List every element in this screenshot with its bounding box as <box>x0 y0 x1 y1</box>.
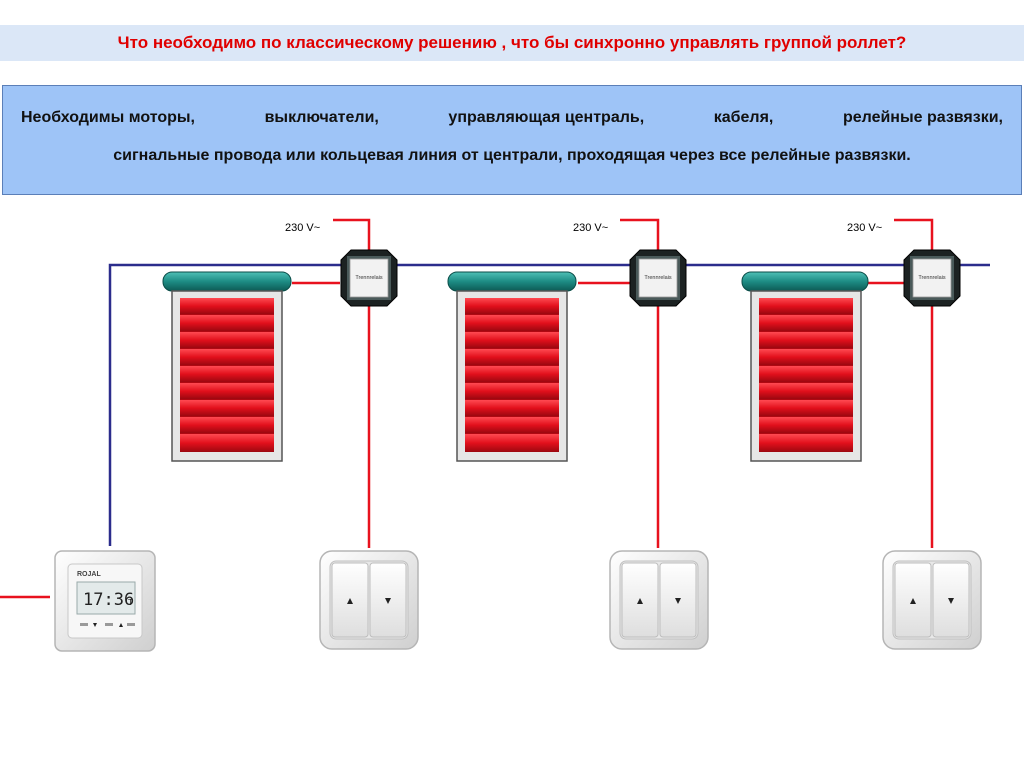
relay-module: Trennrelais <box>903 249 961 307</box>
shutter-slats <box>759 298 853 452</box>
supply-label: 230 V~ <box>285 222 320 234</box>
info-line-2: сигнальные провода или кольцевая линия о… <box>113 147 911 164</box>
controller-brand: ROJAL <box>77 571 101 578</box>
roller-shutter <box>447 271 577 462</box>
info-word: выключатели, <box>264 109 379 126</box>
central-controller: ROJAL 17:36 T <box>54 550 156 652</box>
info-word: Необходимы моторы, <box>21 109 195 126</box>
relay-module: Trennrelais <box>340 249 398 307</box>
info-word: релейные развязки, <box>842 109 1003 126</box>
shutter-slats <box>465 298 559 452</box>
supply-label: 230 V~ <box>847 222 882 234</box>
controller-button[interactable] <box>127 623 135 626</box>
up-arrow-icon <box>910 598 916 604</box>
up-arrow-icon <box>119 623 123 627</box>
controller-button[interactable] <box>105 623 113 626</box>
relay-label: Trennrelais <box>644 275 672 281</box>
down-arrow-icon <box>948 598 954 604</box>
wall-switch <box>882 550 982 650</box>
controller-clock: 17:36 <box>83 590 134 610</box>
wall-switch <box>609 550 709 650</box>
up-arrow-icon <box>347 598 353 604</box>
page-title: Что необходимо по классическому решению … <box>117 33 907 52</box>
shutter-slats <box>180 298 274 452</box>
info-word: управляющая централь, <box>448 109 645 126</box>
down-arrow-icon <box>93 623 97 627</box>
wall-switch <box>319 550 419 650</box>
power-lines <box>0 218 934 599</box>
title-bar: Что необходимо по классическому решению … <box>0 25 1024 61</box>
down-arrow-icon <box>675 598 681 604</box>
info-word: кабеля, <box>713 109 774 126</box>
controller-button[interactable] <box>80 623 88 626</box>
supply-label: 230 V~ <box>573 222 608 234</box>
down-arrow-icon <box>385 598 391 604</box>
roller-shutter <box>162 271 292 462</box>
up-arrow-icon <box>637 598 643 604</box>
relay-label: Trennrelais <box>355 275 383 281</box>
roller-shutter <box>741 271 869 462</box>
clock-indicator-icon: T <box>128 598 133 607</box>
relay-module: Trennrelais <box>629 249 687 307</box>
signal-line <box>108 263 990 546</box>
info-box: Необходимы моторы, выключатели, управляю… <box>2 85 1022 195</box>
info-line-1: Необходимы моторы, выключатели, управляю… <box>21 109 1003 127</box>
relay-label: Trennrelais <box>918 275 946 281</box>
